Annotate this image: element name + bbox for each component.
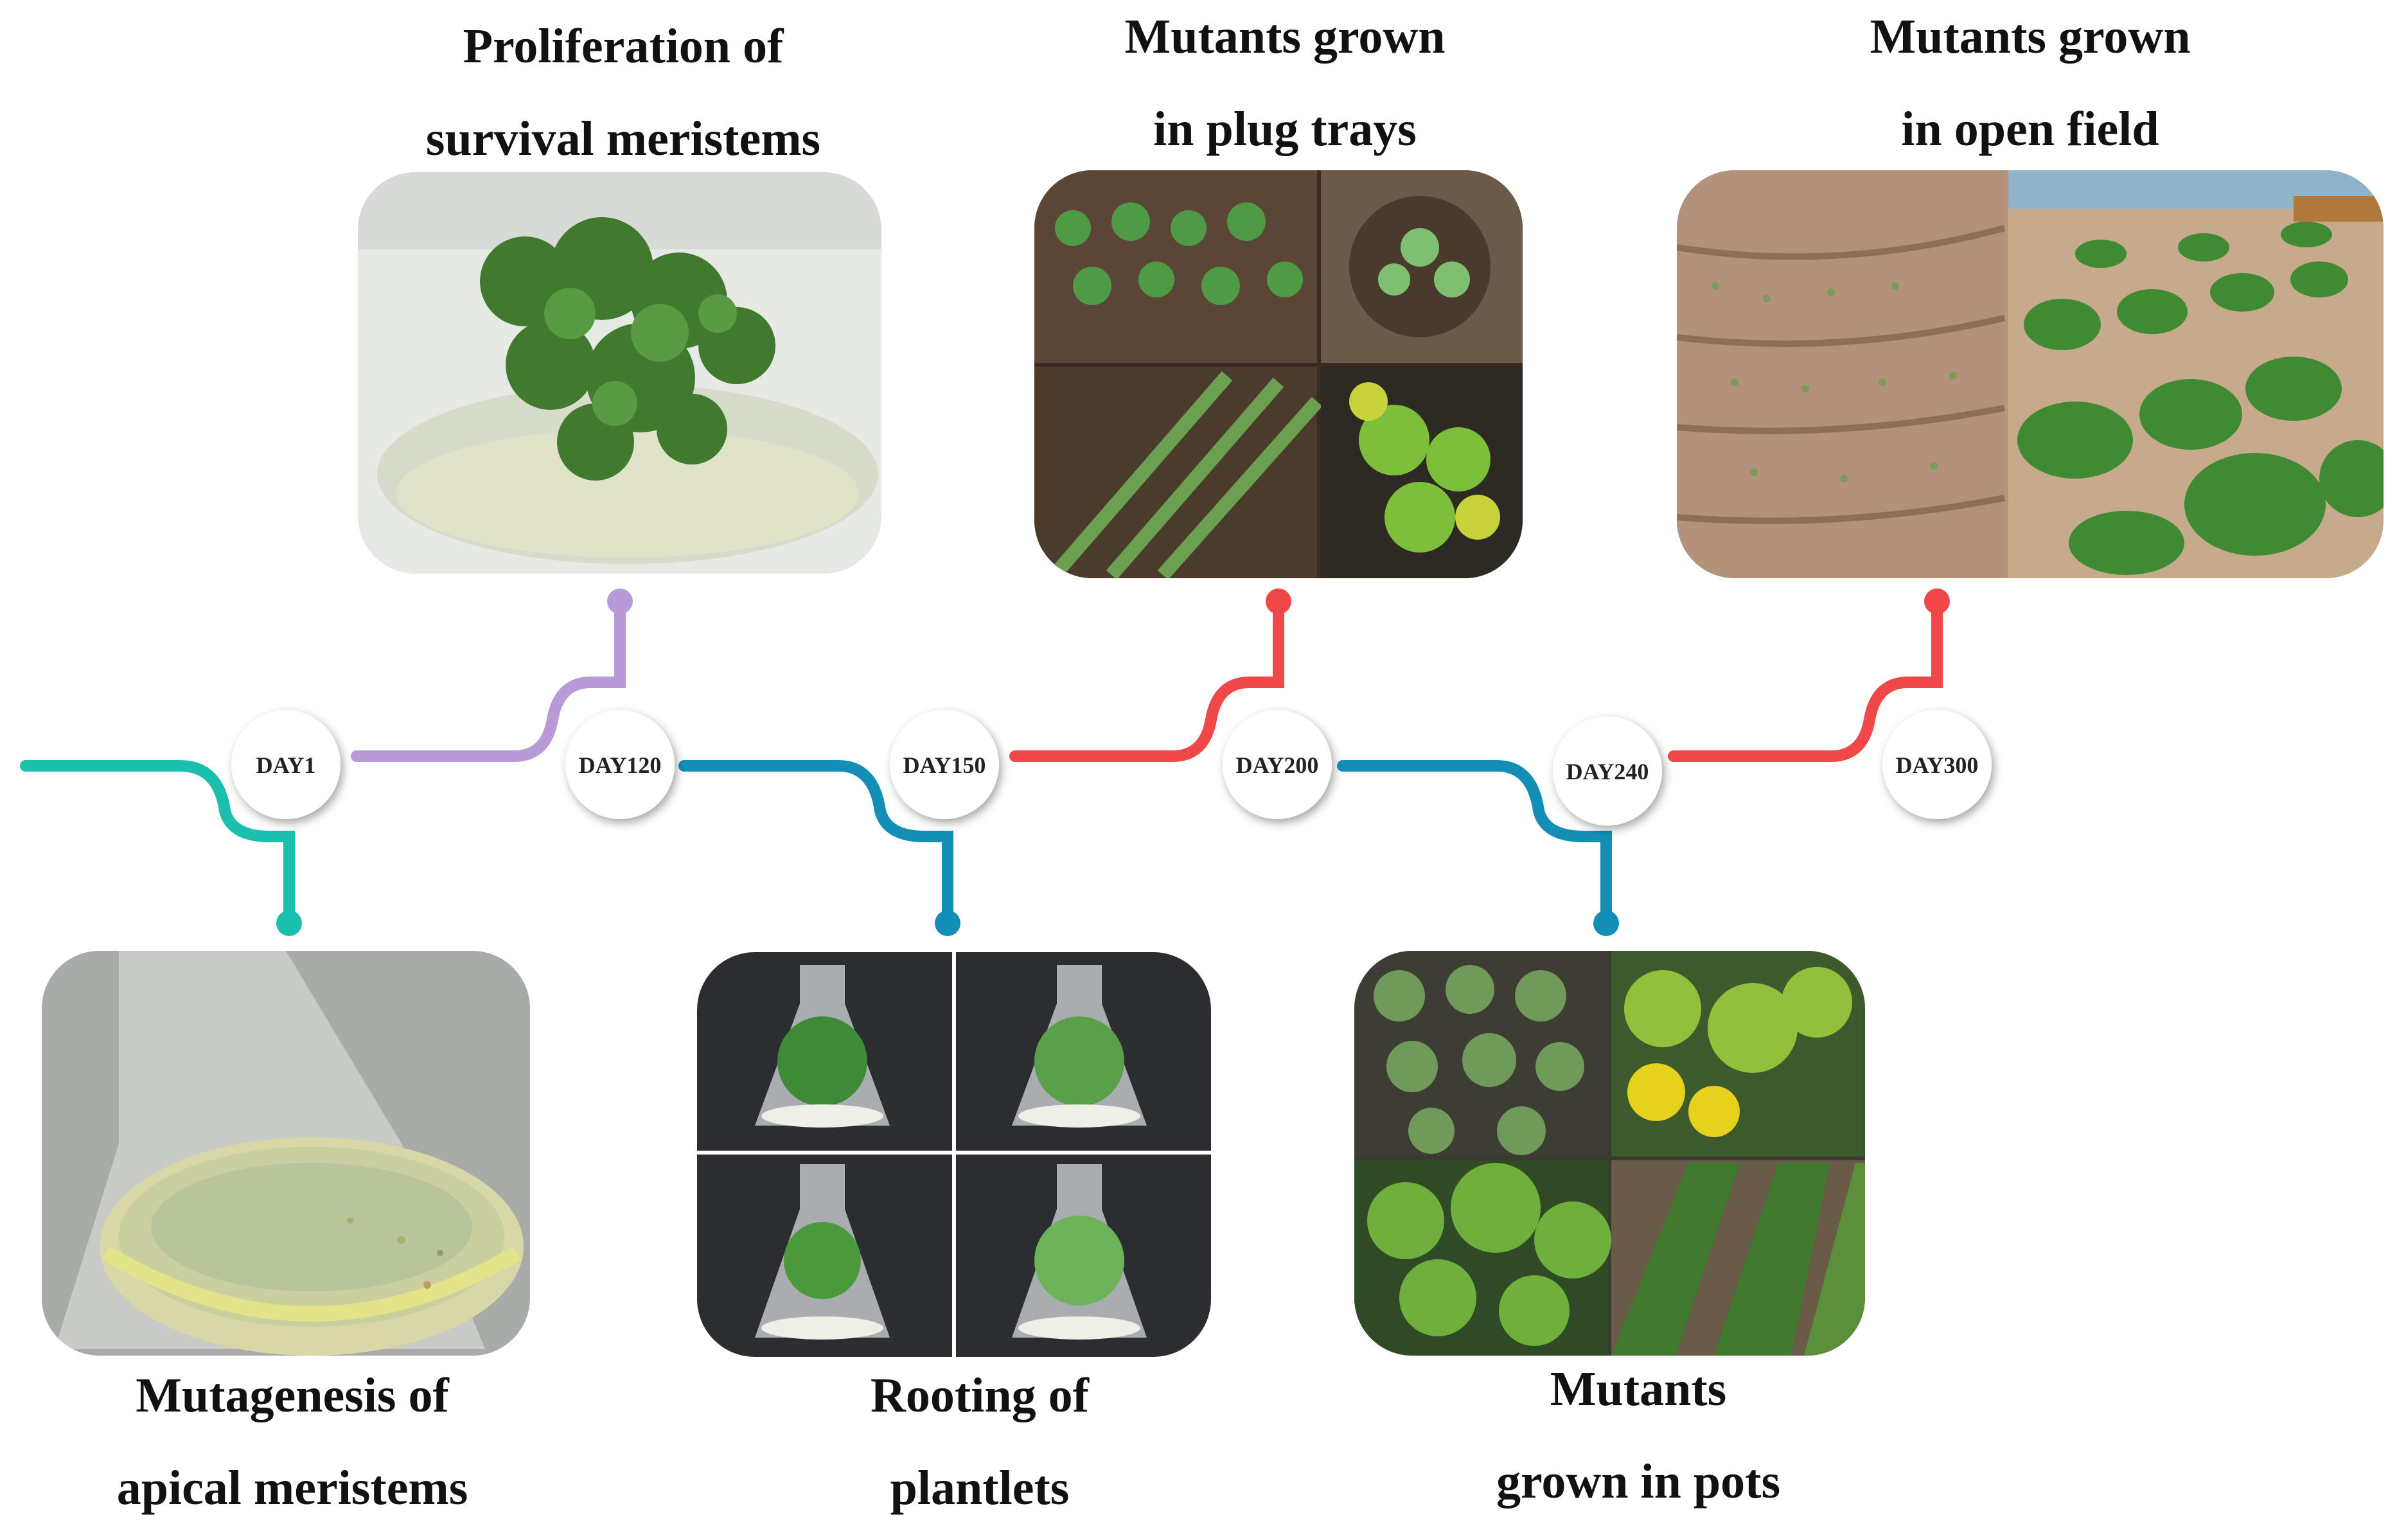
caption-day150: Rooting of plantlets xyxy=(739,1349,1221,1534)
connector-dot-day300 xyxy=(1924,589,1950,614)
caption-day150-line2: plantlets xyxy=(890,1461,1070,1515)
photo-rooting-plantlets-flasks xyxy=(697,952,1211,1357)
photo-pots xyxy=(1354,951,1865,1356)
day-label-day150: DAY150 xyxy=(903,752,986,778)
caption-day120-line1: Proliferation of xyxy=(463,19,784,73)
day-label-day300: DAY300 xyxy=(1896,752,1979,778)
caption-day1: Mutagenesis of apical meristems xyxy=(51,1349,533,1534)
photo-plug-trays xyxy=(1034,170,1523,578)
connector-dot-day1 xyxy=(276,910,302,936)
caption-day300-line1: Mutants grown xyxy=(1870,10,2191,64)
caption-day240: Mutants grown in pots xyxy=(1381,1343,1895,1528)
photo-apical-meristems-flask xyxy=(42,951,530,1356)
day-node-day240 xyxy=(1553,716,1662,826)
caption-day150-line1: Rooting of xyxy=(871,1368,1089,1422)
caption-day300: Mutants grown in open field xyxy=(1786,0,2274,175)
connector-day120 xyxy=(351,598,626,762)
day-label-day120: DAY120 xyxy=(579,752,662,778)
caption-day240-line2: grown in pots xyxy=(1496,1455,1781,1509)
caption-day200-line1: Mutants grown xyxy=(1124,10,1446,64)
caption-day240-line1: Mutants xyxy=(1550,1362,1727,1416)
photo-survival-meristems-dish xyxy=(358,172,881,574)
connector-day200 xyxy=(1009,598,1284,762)
caption-day300-line2: in open field xyxy=(1901,102,2159,156)
connector-day300 xyxy=(1668,598,1943,762)
caption-day200: Mutants grown in plug trays xyxy=(1041,0,1529,175)
photo-open-field xyxy=(1677,170,2384,578)
connector-dot-day150 xyxy=(935,910,960,936)
day-node-day200 xyxy=(1223,710,1332,819)
caption-day1-line2: apical meristems xyxy=(116,1461,468,1515)
day-node-day120 xyxy=(565,710,675,819)
connector-day1 xyxy=(20,760,295,926)
day-label-day240: DAY240 xyxy=(1566,759,1649,784)
day-node-day150 xyxy=(890,710,999,819)
caption-day120-line2: survival meristems xyxy=(425,112,821,166)
connector-dot-day200 xyxy=(1266,589,1291,614)
day-label-day200: DAY200 xyxy=(1236,752,1319,778)
connector-day150 xyxy=(678,760,953,926)
day-node-day1 xyxy=(231,710,341,819)
caption-day120: Proliferation of survival meristems xyxy=(366,0,880,185)
connector-dot-day240 xyxy=(1593,910,1619,936)
day-label-day1: DAY1 xyxy=(256,752,316,778)
connector-dot-day120 xyxy=(607,589,633,614)
day-node-day300 xyxy=(1882,710,1992,819)
caption-day1-line1: Mutagenesis of xyxy=(136,1368,449,1422)
connector-day240 xyxy=(1337,760,1612,926)
caption-day200-line2: in plug trays xyxy=(1153,102,1417,156)
